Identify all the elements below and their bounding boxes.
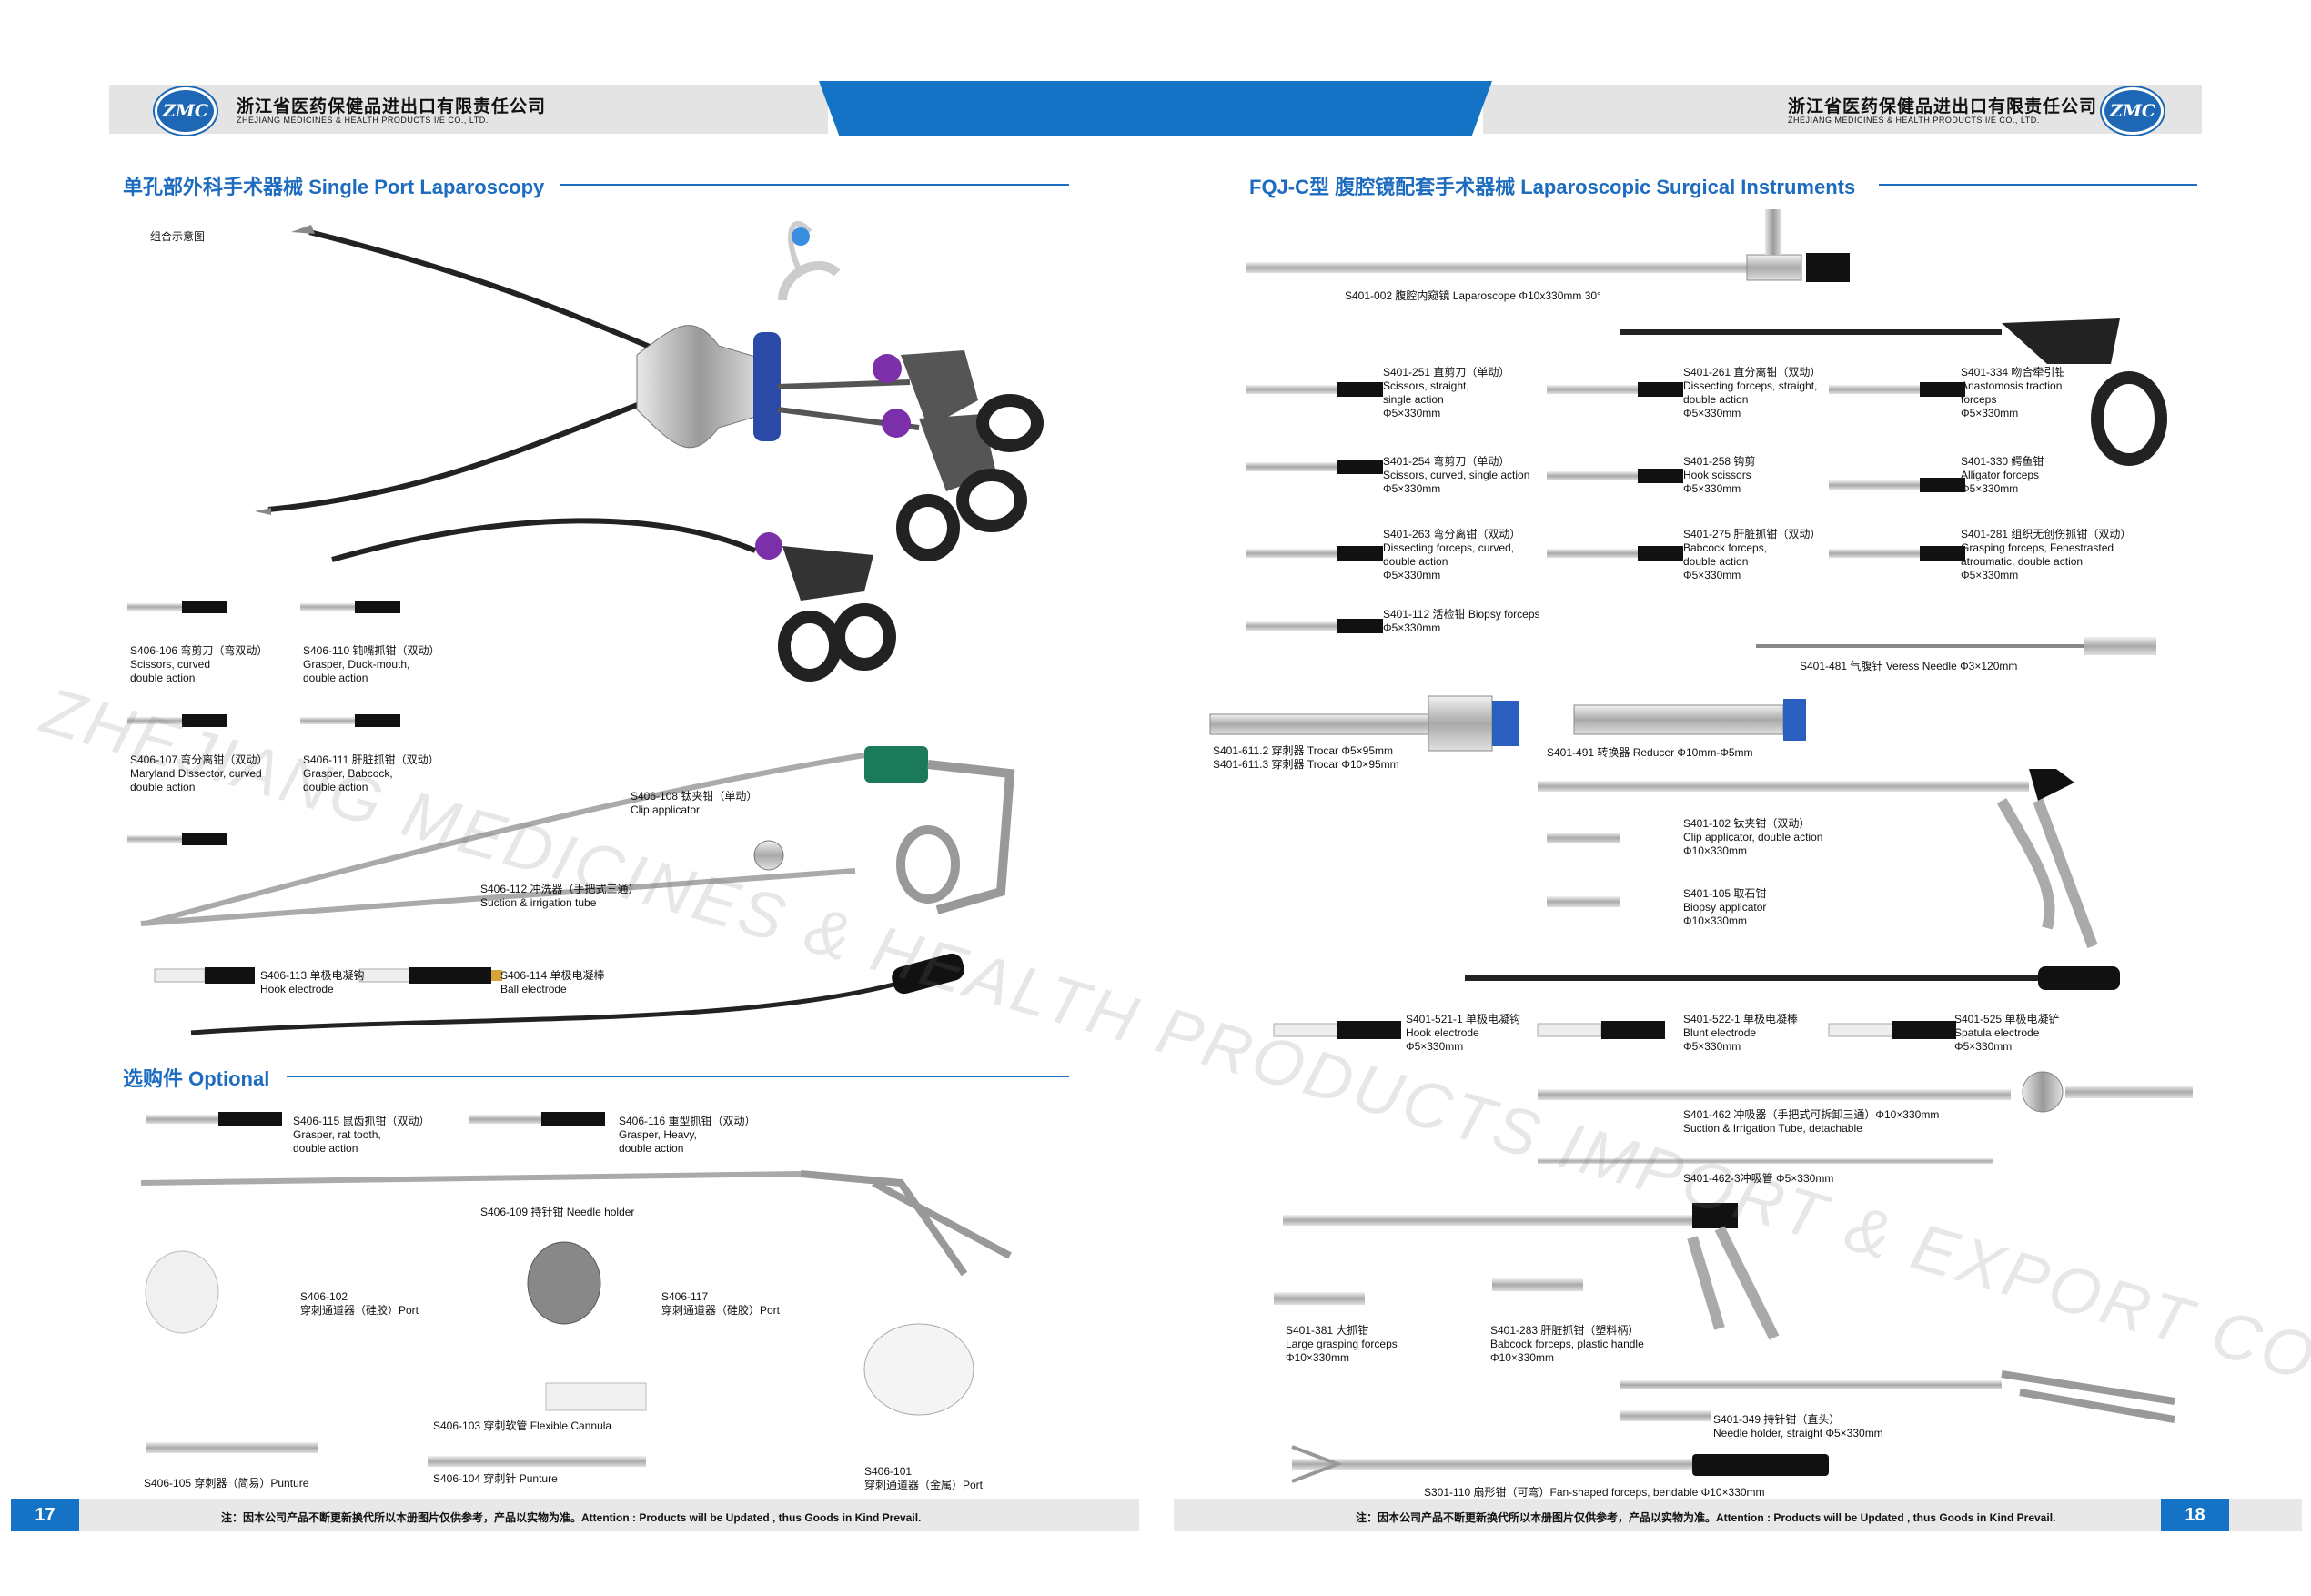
section-rule	[560, 184, 1069, 186]
caption-s401-334: S401-334 吻合牵引钳 Anastomosis traction forc…	[1961, 366, 2066, 419]
footer-note-right: 注：因本公司产品不断更新换代所以本册图片仅供参考，产品以实物为准。Attenti…	[1356, 1511, 2056, 1524]
caption-s406-116: S406-116 重型抓钳（双动） Grasper, Heavy, double…	[619, 1115, 756, 1155]
caption-s401-251: S401-251 直剪刀（单动） Scissors, straight, sin…	[1383, 366, 1510, 419]
footer-bar-right	[1174, 1499, 2302, 1531]
caption-s401-002: S401-002 腹腔内窥镜 Laparoscope Φ10x330mm 30°	[1345, 289, 1601, 302]
monopolar-electrode-illustration	[1273, 966, 2120, 1039]
caption-s406-107: S406-107 弯分离钳（双动） Maryland Dissector, cu…	[130, 753, 268, 793]
section-title-laparoscopic: FQJ-C型 腹腔镜配套手术器械 Laparoscopic Surgical I…	[1249, 176, 1856, 198]
small-forceps-group	[127, 601, 400, 845]
needle-holder-straight-illustration	[1620, 1370, 2175, 1423]
section-title-optional: 选购件 Optional	[123, 1067, 270, 1090]
fan-forceps-illustration	[1291, 1445, 1829, 1483]
caption-s401-258: S401-258 钩剪 Hook scissors Φ5×330mm	[1683, 455, 1756, 495]
page-number-right: 18	[2161, 1499, 2229, 1531]
assembly-label: 组合示意图	[150, 230, 206, 243]
caption-s401-462: S401-462 冲吸器（手把式可拆卸三通）Φ10×330mm Suction …	[1683, 1108, 1940, 1135]
caption-s401-283: S401-283 肝脏抓钳（塑料柄） Babcock forceps, plas…	[1490, 1324, 1644, 1364]
page-number-left: 17	[11, 1499, 79, 1531]
caption-s401-281: S401-281 组织无创伤抓钳（双动） Grasping forceps, F…	[1961, 528, 2132, 581]
header-center-tab	[819, 81, 1492, 136]
caption-s401-275: S401-275 肝脏抓钳（双动） Babcock forceps, doubl…	[1683, 528, 1822, 581]
caption-s401-522: S401-522-1 单极电凝棒 Blunt electrode Φ5×330m…	[1683, 1013, 1799, 1053]
company-name-en-left: ZHEJIANG MEDICINES & HEALTH PRODUCTS I/E…	[237, 116, 489, 125]
optional-items-illustration	[140, 1112, 1012, 1467]
caption-s401-112: S401-112 活检钳 Biopsy forceps Φ5×330mm	[1383, 608, 1540, 634]
caption-s406-102: S406-102 穿刺通道器（硅胶）Port	[300, 1290, 419, 1317]
suction-tube-illustration	[140, 840, 856, 926]
section-rule	[1879, 184, 2197, 186]
caption-s401-254: S401-254 弯剪刀（单动） Scissors, curved, singl…	[1383, 455, 1530, 495]
section-rule	[287, 1076, 1069, 1077]
caption-s401-381: S401-381 大抓钳 Large grasping forceps Φ10×…	[1286, 1324, 1398, 1364]
company-name-cn-left: 浙江省医药保健品进出口有限责任公司	[237, 97, 547, 116]
electrode-illustrations	[154, 953, 964, 1035]
company-name-en-right: ZHEJIANG MEDICINES & HEALTH PRODUCTS I/E…	[1788, 116, 2040, 125]
caption-s401-105: S401-105 取石钳 Biopsy applicator Φ10×330mm	[1683, 887, 1767, 927]
caption-s401-263: S401-263 弯分离钳（双动） Dissecting forceps, cu…	[1383, 528, 1521, 581]
caption-s401-491: S401-491 转换器 Reducer Φ10mm-Φ5mm	[1547, 746, 1753, 759]
footer-bar-left	[11, 1499, 1139, 1531]
caption-s406-106: S406-106 弯剪刀（弯双动） Scissors, curved doubl…	[130, 644, 268, 684]
caption-s406-112: S406-112 冲洗器（手把式三通） Suction & irrigation…	[480, 883, 640, 909]
suction-irrigation-10mm-illustration	[1538, 1071, 2193, 1164]
caption-s401-102: S401-102 钛夹钳（双动） Clip applicator, double…	[1683, 817, 1823, 857]
caption-s401-261: S401-261 直分离钳（双动） Dissecting forceps, st…	[1683, 366, 1822, 419]
caption-s401-349: S401-349 持针钳（直头） Needle holder, straight…	[1713, 1413, 1883, 1439]
large-grasper-illustration	[1274, 1203, 1780, 1340]
caption-s406-110: S406-110 钝嘴抓钳（双动） Grasper, Duck-mouth, d…	[303, 644, 440, 684]
right-forceps-grid	[1246, 382, 1965, 633]
footer-note-left: 注：因本公司产品不断更新换代所以本册图片仅供参考，产品以实物为准。Attenti…	[221, 1511, 922, 1524]
clip-applicator-illustration	[145, 746, 1015, 926]
header-bar-left	[109, 85, 828, 134]
company-name-cn-right: 浙江省医药保健品进出口有限责任公司	[1788, 97, 2098, 116]
caption-s406-115: S406-115 鼠齿抓钳（双动） Grasper, rat tooth, do…	[293, 1115, 430, 1155]
caption-s401-611: S401-611.2 穿刺器 Trocar Φ5×95mm S401-611.3…	[1213, 744, 1399, 771]
bent-grasper-illustration	[331, 518, 896, 682]
clip-applicator-10mm-illustration	[1538, 769, 2098, 949]
caption-s406-117: S406-117 穿刺通道器（硅胶）Port	[661, 1290, 781, 1317]
caption-s401-462-3: S401-462-3冲吸管 Φ5×330mm	[1683, 1172, 1834, 1185]
caption-s401-525: S401-525 单极电凝铲 Spatula electrode Φ5×330m…	[1954, 1013, 2060, 1053]
section-title-single-port: 单孔部外科手术器械 Single Port Laparoscopy	[123, 176, 545, 198]
caption-s401-521: S401-521-1 单极电凝钩 Hook electrode Φ5×330mm	[1406, 1013, 1521, 1053]
trocar-illustration	[1209, 695, 1806, 752]
company-logo-right: ZMC	[2102, 87, 2164, 135]
laparoscope-illustration	[1246, 209, 1850, 282]
caption-s406-101: S406-101 穿刺通道器（金属）Port	[864, 1465, 984, 1491]
caption-s406-113: S406-113 单极电凝钩 Hook electrode	[260, 969, 365, 995]
caption-s406-108: S406-108 钛夹钳（单动） Clip applicator	[631, 790, 758, 816]
caption-s406-111: S406-111 肝脏抓钳（双动） Grasper, Babcock, doub…	[303, 753, 439, 793]
caption-s401-481: S401-481 气腹针 Veress Needle Φ3×120mm	[1800, 660, 2018, 672]
caption-s406-104: S406-104 穿刺针 Punture	[433, 1472, 558, 1485]
caption-s401-330: S401-330 鳄鱼钳 Alligator forceps Φ5×330mm	[1961, 455, 2044, 495]
single-port-assembly-illustration	[255, 220, 1044, 561]
caption-s406-109: S406-109 持针钳 Needle holder	[480, 1206, 635, 1218]
caption-s406-105: S406-105 穿刺器（简易）Punture	[144, 1477, 309, 1490]
caption-s406-114: S406-114 单极电凝棒 Ball electrode	[500, 969, 605, 995]
header-bar-right	[1483, 85, 2202, 134]
company-logo-left: ZMC	[155, 87, 217, 135]
caption-s406-103: S406-103 穿刺软管 Flexible Cannula	[433, 1419, 612, 1432]
veress-needle-illustration	[1756, 637, 2156, 655]
anastomosis-forceps-illustration	[1620, 318, 2167, 466]
caption-s301-110: S301-110 扇形钳（可弯）Fan-shaped forceps, bend…	[1424, 1486, 1765, 1499]
